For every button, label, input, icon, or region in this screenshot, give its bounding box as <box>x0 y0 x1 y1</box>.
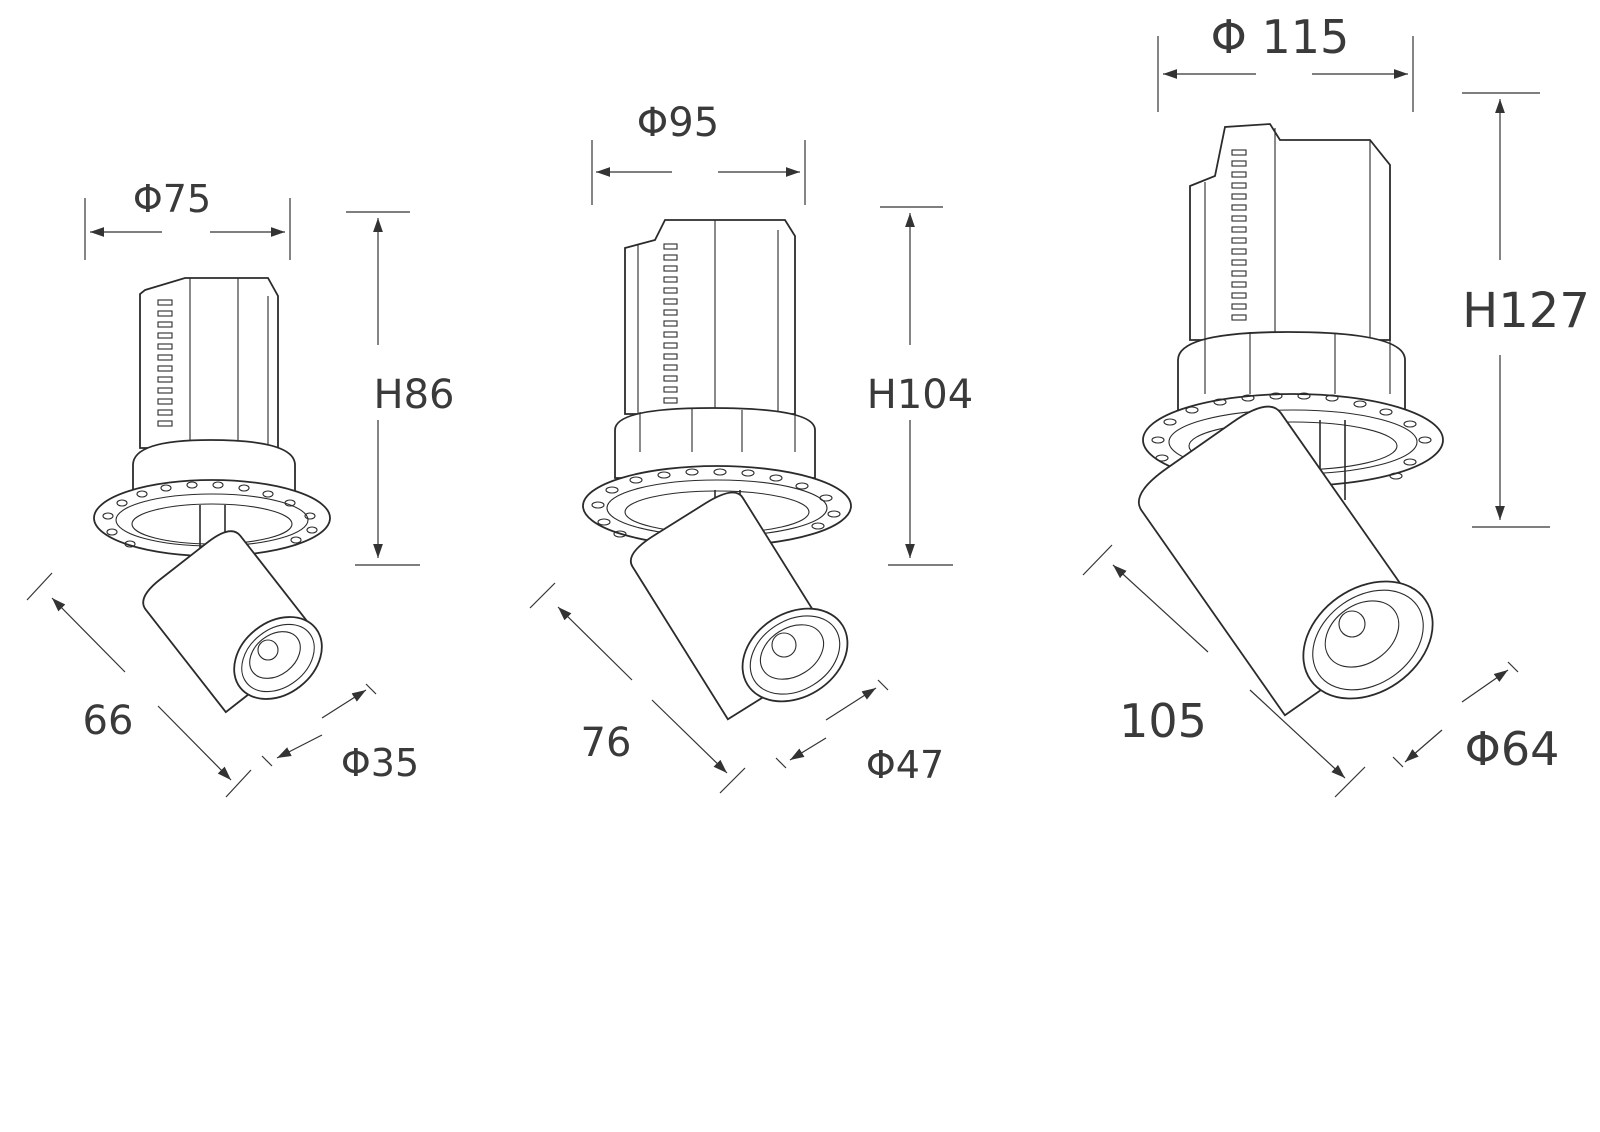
fixture-drawing-medium <box>582 219 852 721</box>
length-label-small: 66 <box>83 698 134 744</box>
length-label-medium: 76 <box>581 720 632 766</box>
product-small: Φ75 H86 66 Φ35 <box>26 177 455 798</box>
diameter-top-label-small: Φ75 <box>133 177 211 221</box>
flange-holes-small <box>102 481 318 548</box>
vent-slots-medium <box>663 243 678 404</box>
diameter-head-label-large: Φ64 <box>1465 722 1560 776</box>
vent-slots-large <box>1231 149 1247 321</box>
diameter-top-label-large: Φ 115 <box>1211 10 1350 64</box>
diameter-head-label-small: Φ35 <box>341 741 419 785</box>
height-label-small: H86 <box>374 372 455 418</box>
lens-small <box>233 616 323 700</box>
vent-slots-small <box>157 299 173 427</box>
lens-medium <box>741 607 849 703</box>
diameter-head-label-medium: Φ47 <box>866 743 944 787</box>
diameter-top-label-medium: Φ95 <box>637 100 719 146</box>
lens-large <box>1302 580 1434 700</box>
dimension-lines-large <box>1082 36 1550 798</box>
product-medium: Φ95 H104 76 Φ47 <box>529 100 973 794</box>
fixture-drawing-large <box>1137 123 1444 717</box>
length-label-large: 105 <box>1119 694 1207 748</box>
dimension-lines-medium <box>529 140 953 794</box>
height-label-medium: H104 <box>867 372 973 418</box>
fixture-drawing-small <box>93 277 331 714</box>
flange-holes-large <box>1151 392 1432 480</box>
product-large: Φ 115 H127 105 Φ64 <box>1082 10 1590 798</box>
dimension-lines-small <box>26 198 420 798</box>
height-label-large: H127 <box>1462 283 1590 339</box>
flange-holes-medium <box>591 468 841 538</box>
